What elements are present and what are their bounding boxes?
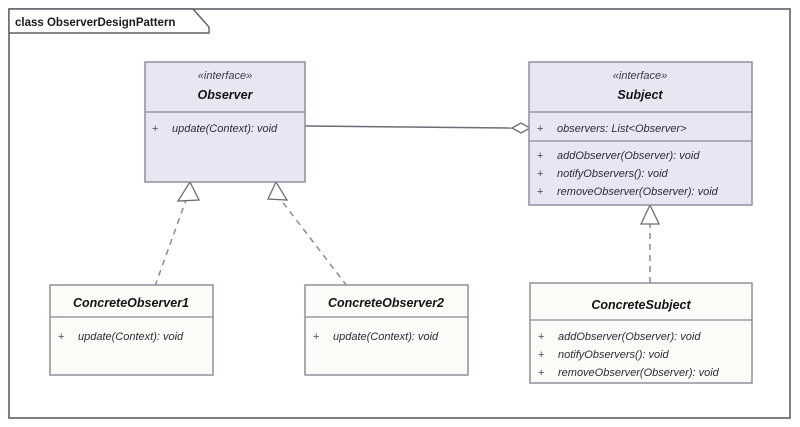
class-box-concrete-observer-2[interactable]: ConcreteObserver2 + update(Context): voi… [304,284,469,376]
concrete-subject-box-outline [529,282,753,384]
frame-label: class ObserverDesignPattern [15,17,175,29]
subject-stereotype: «interface» [613,70,667,82]
hollow-triangle-icon [176,180,201,202]
class-box-concrete-subject[interactable]: ConcreteSubject + addObserver(Observer):… [529,282,753,384]
observer-stereotype: «interface» [198,70,252,82]
concrete-subject-op-2-signature: removeObserver(Observer): void [558,367,720,379]
relationship-realization-concretesubject-subject[interactable] [639,203,661,283]
subject-op-1-visibility: + [537,168,543,180]
aggregation-line [304,125,513,129]
class-box-observer[interactable]: «interface» Observer + update(Context): … [144,61,306,183]
concrete-subject-op-0-visibility: + [538,331,544,343]
concrete-subject-class-name: ConcreteSubject [591,298,691,312]
frame-label-tab [8,8,210,34]
concrete-observer-2-op-0-signature: update(Context): void [333,331,439,343]
concrete-observer-1-box-outline [49,284,214,376]
concrete-subject-op-2-visibility: + [538,367,544,379]
subject-op-2-visibility: + [537,186,543,198]
class-box-concrete-observer-1[interactable]: ConcreteObserver1 + update(Context): voi… [49,284,214,376]
concrete-observer-1-op-0-visibility: + [58,331,64,343]
concrete-observer-2-class-name: ConcreteObserver2 [328,296,444,310]
hollow-triangle-icon [267,180,289,201]
hollow-triangle-icon [639,203,661,225]
subject-op-0-visibility: + [537,150,543,162]
relationship-realization-concreteobserver1-observer[interactable] [154,180,201,287]
observer-op-0-signature: update(Context): void [172,123,278,135]
subject-op-1-signature: notifyObservers(): void [557,168,669,180]
subject-op-0-signature: addObserver(Observer): void [557,150,700,162]
subject-box-outline [528,61,753,206]
subject-attr-0-visibility: + [537,123,543,135]
subject-class-name: Subject [617,88,663,102]
concrete-observer-2-box-outline [304,284,469,376]
concrete-subject-op-1-visibility: + [538,349,544,361]
class-box-subject[interactable]: «interface» Subject + observers: List<Ob… [528,61,753,206]
concrete-observer-2-op-0-visibility: + [313,331,319,343]
observer-box-outline [144,61,306,183]
observer-op-0-visibility: + [152,123,158,135]
subject-op-2-signature: removeObserver(Observer): void [557,186,719,198]
concrete-subject-op-1-signature: notifyObservers(): void [558,349,670,361]
observer-class-name: Observer [198,88,254,102]
realization-line [154,199,187,287]
realization-line [280,199,348,287]
relationship-realization-concreteobserver2-observer[interactable] [267,180,348,287]
subject-attr-0-signature: observers: List<Observer> [557,123,687,135]
concrete-observer-1-op-0-signature: update(Context): void [78,331,184,343]
concrete-subject-op-0-signature: addObserver(Observer): void [558,331,701,343]
concrete-observer-1-class-name: ConcreteObserver1 [73,296,189,310]
